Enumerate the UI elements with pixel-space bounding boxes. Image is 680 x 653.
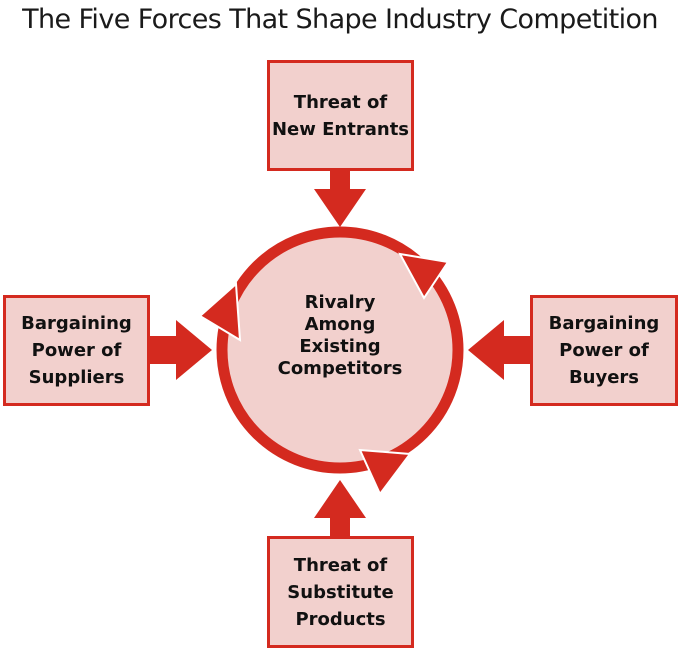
- force-label-line: Power of: [559, 340, 649, 361]
- center-label-line: Rivalry: [304, 292, 376, 313]
- center-label-line: Among: [304, 314, 376, 335]
- center-label-line: Existing: [299, 336, 381, 357]
- cycle-arrowheads: [198, 252, 450, 496]
- force-label-line: New Entrants: [271, 118, 410, 140]
- force-label-line: Bargaining: [548, 313, 660, 334]
- force-label-line: Threat of: [293, 91, 388, 113]
- arrow-from-substitutes: [314, 480, 366, 536]
- force-threat-of-substitute-products: Threat of Substitute Products: [267, 536, 414, 648]
- rivalry-among-existing-competitors-label: Rivalry Among Existing Competitors: [245, 292, 435, 380]
- force-label-line: Suppliers: [28, 367, 125, 388]
- diagram-title: The Five Forces That Shape Industry Comp…: [22, 4, 658, 35]
- force-bargaining-power-of-suppliers: Bargaining Power of Suppliers: [3, 295, 150, 406]
- force-label-line: Power of: [31, 340, 122, 361]
- force-label-line: Buyers: [568, 367, 640, 388]
- force-label-line: Products: [295, 608, 386, 630]
- force-bargaining-power-of-buyers: Bargaining Power of Buyers: [530, 295, 678, 406]
- rivalry-circle: [216, 226, 464, 474]
- force-label-line: Bargaining: [21, 313, 132, 334]
- force-threat-of-new-entrants: Threat of New Entrants: [267, 60, 414, 171]
- arrow-from-buyers: [468, 320, 530, 380]
- cycle-arrowhead-top-right: [398, 252, 450, 300]
- cycle-arrowhead-bottom-right: [358, 448, 412, 496]
- center-label-line: Competitors: [277, 358, 403, 379]
- arrow-from-new-entrants: [314, 171, 366, 227]
- cycle-arrowhead-left: [198, 281, 242, 342]
- arrow-from-suppliers: [150, 320, 212, 380]
- force-label-line: Threat of: [293, 554, 388, 576]
- force-label-line: Substitute: [287, 581, 394, 603]
- connector-arrows: [150, 171, 530, 536]
